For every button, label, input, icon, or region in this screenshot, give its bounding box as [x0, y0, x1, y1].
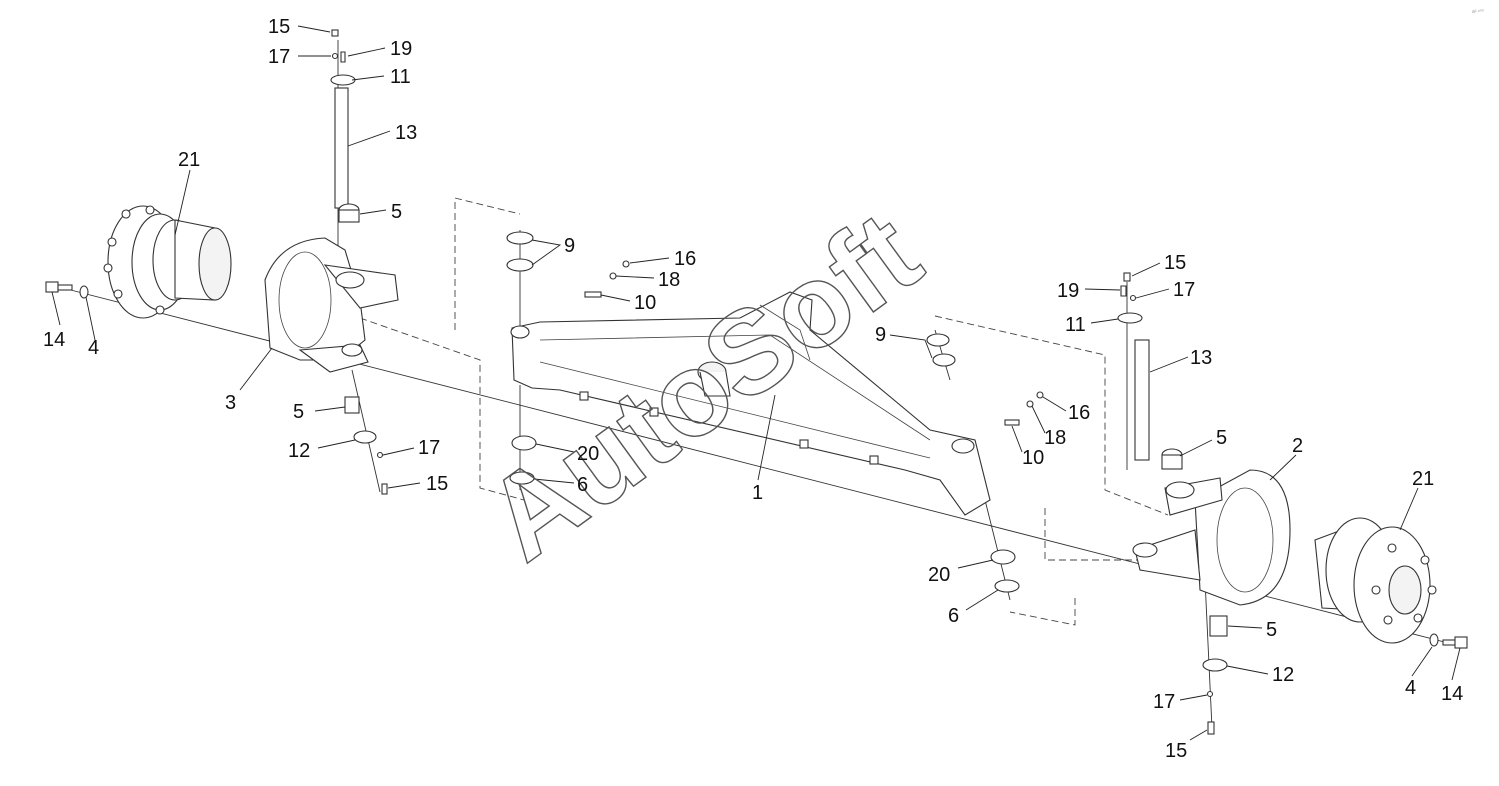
- callout-5-left-low: 5: [293, 401, 304, 423]
- callout-16-right: 16: [1068, 402, 1090, 424]
- corner-mark: a² ⁸⁰⁰: [1472, 9, 1484, 15]
- callout-1: 1: [752, 482, 763, 504]
- callout-6-right: 6: [948, 605, 959, 627]
- callout-11-top: 11: [390, 66, 411, 88]
- left-bolt-washer: [45, 281, 89, 299]
- right-bolt-washer: [1429, 633, 1468, 649]
- callout-16-left: 16: [674, 248, 696, 270]
- callout-9-left: 9: [564, 235, 575, 257]
- callout-4-left: 4: [88, 337, 99, 359]
- callout-15-right-top: 15: [1164, 252, 1186, 274]
- left-kingpin-stack: [330, 29, 388, 495]
- callout-labels: 15 17 19 11 13 5 21 14 4 3 5 12 17 15 9 …: [43, 16, 1463, 762]
- callout-2: 2: [1292, 435, 1303, 457]
- callout-10-right: 10: [1022, 447, 1044, 469]
- callout-9-right: 9: [875, 324, 886, 346]
- callout-19-right: 19: [1057, 280, 1079, 302]
- callout-12-right: 12: [1272, 664, 1294, 686]
- callout-4-right: 4: [1405, 677, 1416, 699]
- callout-5-top: 5: [391, 201, 402, 223]
- callout-3: 3: [225, 392, 236, 414]
- callout-6-left: 6: [577, 474, 588, 496]
- left-steering-knuckle: [264, 237, 399, 373]
- callout-14-left: 14: [43, 329, 65, 351]
- leader-lines: [51, 25, 1461, 741]
- callout-17-top: 17: [268, 46, 290, 68]
- callout-15-right-low: 15: [1165, 740, 1187, 762]
- callout-10-left: 10: [634, 292, 656, 314]
- left-wheel-hub: [103, 205, 232, 319]
- callout-11-right: 11: [1065, 314, 1086, 336]
- callout-15-left-low: 15: [426, 473, 448, 495]
- callout-20-left: 20: [577, 443, 599, 465]
- callout-20-right: 20: [928, 564, 950, 586]
- callout-18-left: 18: [658, 269, 680, 291]
- right-beam-seals: [926, 333, 1044, 593]
- callout-21-left: 21: [178, 149, 200, 171]
- callout-15-top: 15: [268, 16, 290, 38]
- callout-17-right-low: 17: [1153, 691, 1175, 713]
- callout-17-left-low: 17: [418, 437, 440, 459]
- right-steering-knuckle: [1132, 469, 1291, 606]
- callout-19-top: 19: [390, 38, 412, 60]
- alignment-dashes: [359, 197, 1169, 626]
- callout-14-right: 14: [1441, 683, 1463, 705]
- left-beam-seals: [506, 231, 630, 485]
- callout-12-left: 12: [288, 440, 310, 462]
- callout-18-right: 18: [1044, 427, 1066, 449]
- axle-beam: [510, 291, 991, 516]
- callout-21-right: 21: [1412, 468, 1434, 490]
- callout-17-right-top: 17: [1173, 279, 1195, 301]
- callout-13-right: 13: [1190, 347, 1212, 369]
- callout-13-top: 13: [395, 122, 417, 144]
- right-wheel-hub: [1314, 517, 1437, 644]
- callout-5-right-low: 5: [1266, 619, 1277, 641]
- callout-5-right-top: 5: [1216, 427, 1227, 449]
- right-kingpin-stack: [1117, 272, 1228, 735]
